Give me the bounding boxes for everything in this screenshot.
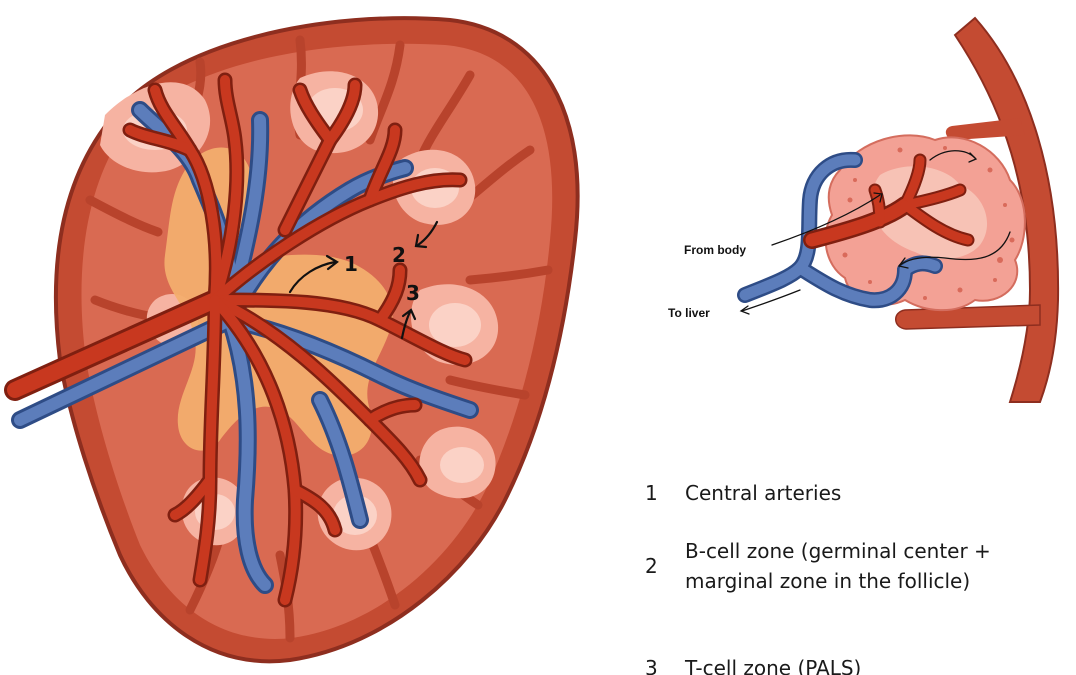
- marker-3: 3: [406, 281, 420, 305]
- legend-number: 2: [645, 554, 685, 578]
- spleen-cross-section: 1 2 3: [15, 18, 578, 661]
- legend-text: Central arteries: [685, 478, 1045, 508]
- legend-number: 1: [645, 481, 685, 505]
- legend-item: 2 B-cell zone (germinal center + margina…: [645, 536, 1045, 596]
- inset-to-label: To liver: [668, 306, 710, 320]
- legend-text: T-cell zone (PALS): [685, 653, 1045, 675]
- marker-2: 2: [392, 243, 406, 267]
- marker-1: 1: [344, 252, 358, 276]
- legend: 1 Central arteries 2 B-cell zone (germin…: [645, 472, 1065, 675]
- inset-trabecula-bottom-band: [896, 305, 1040, 329]
- inset-from-label: From body: [684, 243, 746, 257]
- legend-number: 3: [645, 656, 685, 675]
- legend-item: 3 T-cell zone (PALS): [645, 653, 1045, 675]
- legend-text: B-cell zone (germinal center + marginal …: [685, 536, 1045, 596]
- follicle-inset: From body To liver: [668, 18, 1058, 402]
- legend-item: 1 Central arteries: [645, 478, 1045, 508]
